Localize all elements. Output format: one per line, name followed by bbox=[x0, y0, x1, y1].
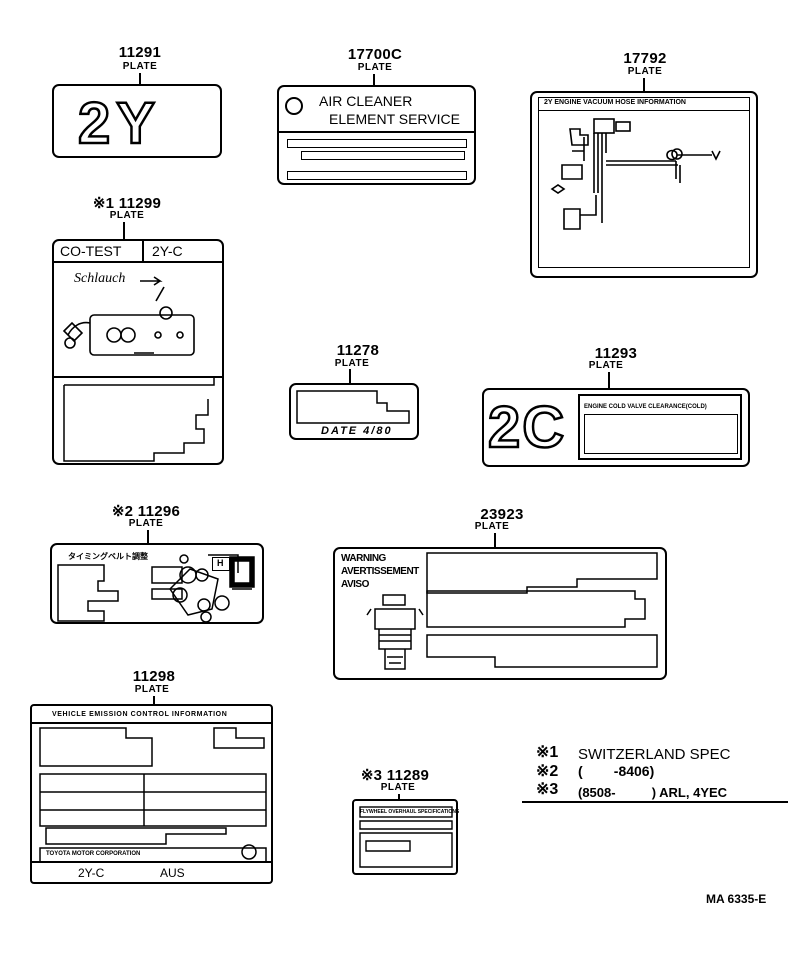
part-label: PLATE bbox=[627, 66, 663, 77]
leader-line bbox=[123, 222, 125, 240]
note-mark-1: ※1 bbox=[536, 744, 559, 761]
emission-diagram bbox=[32, 727, 271, 863]
part-number: 11278 bbox=[336, 342, 380, 359]
co-test-diagram bbox=[54, 276, 222, 462]
leader-line bbox=[608, 372, 610, 389]
part-label: PLATE bbox=[128, 518, 164, 529]
vacuum-hose-diagram bbox=[550, 118, 721, 230]
part-label: PLATE bbox=[380, 782, 416, 793]
leader-line bbox=[139, 73, 141, 85]
leader-line bbox=[643, 78, 645, 92]
plate-2y: 2Y bbox=[52, 84, 222, 158]
plate-vacuum-hose: 2Y ENGINE VACUUM HOSE INFORMATION bbox=[530, 91, 758, 278]
plate-date-text: DATE 4/80 bbox=[321, 425, 393, 437]
note-mark-2: ※2 bbox=[536, 763, 559, 780]
plate-cell-2: 2Y-C bbox=[152, 243, 183, 259]
warning-es: AVISO bbox=[341, 579, 369, 590]
part-label: PLATE bbox=[588, 360, 624, 371]
warning-diagram bbox=[366, 552, 658, 670]
part-label: PLATE bbox=[334, 358, 370, 369]
leader-line bbox=[153, 696, 155, 705]
part-label: PLATE bbox=[122, 61, 158, 72]
plate-cell-1: CO-TEST bbox=[60, 243, 122, 259]
leader-line bbox=[494, 533, 496, 548]
part-number: ※1 11299 bbox=[92, 195, 162, 212]
note-text-3: (8508- ) ARL, 4YEC bbox=[578, 785, 728, 800]
plate-line-1: AIR CLEANER bbox=[319, 93, 413, 109]
warning-fr: AVERTISSEMENT bbox=[341, 566, 419, 577]
leader-line bbox=[398, 794, 400, 800]
maker-text: TOYOTA MOTOR CORPORATION bbox=[46, 851, 141, 857]
part-number: 17792 bbox=[623, 50, 667, 67]
part-label: PLATE bbox=[109, 210, 145, 221]
plate-date: DATE 4/80 bbox=[289, 383, 419, 440]
part-label: PLATE bbox=[134, 684, 170, 695]
note-text-2: ( -8406) bbox=[578, 763, 655, 779]
plate-big-text: 2Y bbox=[77, 90, 161, 158]
plate-big-text: 2C bbox=[487, 394, 567, 462]
hose-label: Schlauch bbox=[74, 271, 126, 286]
plate-2c: 2C ENGINE COLD VALVE CLEARANCE(COLD) bbox=[482, 388, 750, 467]
part-number: 11293 bbox=[594, 345, 638, 362]
part-number: ※2 11296 bbox=[111, 503, 181, 520]
plate-header: VEHICLE EMISSION CONTROL INFORMATION bbox=[52, 711, 228, 718]
timing-belt-diagram bbox=[57, 554, 255, 623]
warning-en: WARNING bbox=[341, 553, 386, 564]
leader-line bbox=[349, 369, 351, 384]
note-text-1: SWITZERLAND SPEC bbox=[578, 746, 731, 763]
part-number: ※3 11289 bbox=[360, 767, 430, 784]
diagram-reference: MA 6335-E bbox=[706, 892, 767, 906]
part-number: 11298 bbox=[132, 668, 176, 685]
plate-emission: VEHICLE EMISSION CONTROL INFORMATION TOY… bbox=[30, 704, 273, 884]
plate-tag: H bbox=[217, 558, 224, 568]
leader-line bbox=[147, 530, 149, 544]
part-number: 11291 bbox=[118, 44, 162, 61]
part-label: PLATE bbox=[474, 521, 510, 532]
plate-timing-belt: タイミングベルト調整 H bbox=[50, 543, 264, 624]
notes-underline bbox=[522, 801, 788, 803]
plate-header: FLYWHEEL OVERHAUL SPECIFICATIONS bbox=[360, 809, 460, 815]
part-number: 17700C bbox=[347, 46, 403, 63]
plate-co-test: CO-TEST 2Y-C Schlauch bbox=[52, 239, 224, 465]
plate-header: タイミングベルト調整 bbox=[68, 552, 148, 561]
note-mark-3: ※3 bbox=[536, 781, 559, 798]
plate-line-2: ELEMENT SERVICE bbox=[329, 111, 460, 127]
part-number: 23923 bbox=[480, 506, 524, 523]
plate-warning: WARNING AVERTISSEMENT AVISO bbox=[333, 547, 667, 680]
toyota-logo-icon bbox=[285, 97, 303, 115]
part-label: PLATE bbox=[357, 62, 393, 73]
plate-flywheel: FLYWHEEL OVERHAUL SPECIFICATIONS bbox=[352, 799, 460, 875]
plate-header: ENGINE COLD VALVE CLEARANCE(COLD) bbox=[584, 404, 707, 410]
region-text: AUS bbox=[160, 866, 185, 880]
plate-air-cleaner: AIR CLEANER ELEMENT SERVICE bbox=[277, 85, 476, 185]
plate-header: 2Y ENGINE VACUUM HOSE INFORMATION bbox=[544, 99, 686, 106]
leader-line bbox=[373, 74, 375, 86]
engine-text: 2Y-C bbox=[78, 866, 105, 880]
